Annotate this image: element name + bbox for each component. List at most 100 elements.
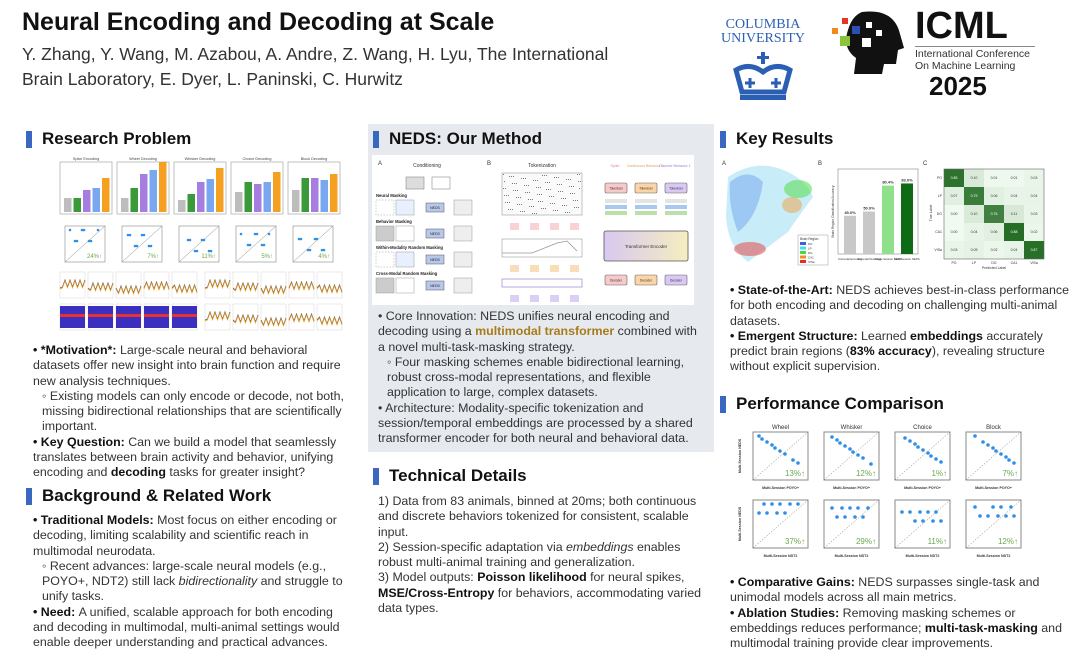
heatmap-band [88,314,113,317]
icml-head-icon [832,11,904,74]
masking-label: Behavior Masking [376,219,412,224]
scatter-point [299,237,303,241]
scatter-point [830,435,834,439]
behavior-trace [502,240,578,254]
embedding-bar [605,211,627,215]
spike-dot [509,202,510,203]
x-axis-label: Multi-Session NDT2 [835,554,869,558]
heatmap-value: 0.04 [1011,248,1018,252]
masking-label: Neural Masking [376,193,407,198]
bullet-text: ◦ Four masking schemes enable bidirectio… [387,354,685,400]
scatter-point [82,228,86,232]
bar [140,174,148,212]
bar [320,180,328,212]
spike-dot [535,180,536,181]
heading-bar [373,130,379,148]
tokenizer-label: Tokenizer [669,187,684,191]
scatter-point [75,239,79,243]
spike-dot [553,196,554,197]
scatter-point [838,441,842,445]
heatmap-frame [943,168,1045,260]
gain-label: 7%↑ [1002,469,1018,478]
input-thumb [375,251,395,268]
output-thumb [453,251,473,268]
input-thumb [375,199,395,216]
diagonal-line [178,225,220,263]
trace-panel [204,303,231,331]
bar [64,198,72,212]
y-axis-label: Multi-Session NEDS [738,438,742,473]
spike-dot [534,213,535,214]
legend-title: Brain Region [800,237,819,241]
spike-dot [558,191,559,192]
spike-dot [518,197,519,198]
embedding-cluster [782,197,802,213]
heatmap-value: 0.03 [1031,176,1038,180]
heatmap-cell [944,187,964,205]
spike-dot [562,191,563,192]
spike-dot [520,211,521,212]
scatter-point [853,515,857,519]
heatmap-value: 0.03 [1031,212,1038,216]
key-results-heading: Key Results [720,129,833,149]
columbia-logo-text: COLUMBIA [725,17,801,32]
spike-dot [546,189,547,190]
scatter-point [193,249,197,253]
spike-dot [533,206,534,207]
gain-label: 24%↑ [87,254,102,260]
spike-dot [562,205,563,206]
input-thumb [395,277,415,294]
research-problem-text: • *Motivation*: Large-scale neural and b… [33,343,351,481]
spike-dot [545,208,546,209]
bullet-text: Large-scale neural and behavioral datase… [33,343,341,388]
scatter-point [207,249,211,253]
spike-dot [555,210,556,211]
x-axis-label: Multi-Session POYO+ [762,486,799,490]
spike-dot [504,181,505,182]
columbia-logo: COLUMBIA UNIVERSITY [718,18,808,106]
tokenizer-box [634,182,658,194]
scatter-point [851,450,855,454]
bar-value-label: 80.4% [882,180,894,185]
neural-thumb [405,176,425,190]
legend-label: LP [808,247,812,251]
heatmap-row-label: PO [937,176,942,180]
bullet-text: • Architecture: Modality-specific tokeni… [378,400,693,446]
spike-token [530,223,539,230]
icml-subtitle: International Conference [915,46,1035,60]
decoder-label: Decoder [610,279,623,283]
spike-dot [564,205,565,206]
gain-label: 12%↑ [998,537,1018,546]
discrete-token [550,295,559,302]
heatmap-col-label: CA1 [1011,261,1018,265]
neds-box [425,254,445,265]
scatter-point [973,505,977,509]
bullet-text: Learned [861,328,910,343]
heatmap-cell [944,241,964,259]
spike-dot [580,181,581,182]
spike-dot [530,199,531,200]
spike-dot [540,187,541,188]
author-list: Y. Zhang, Y. Wang, M. Azabou, A. Andre, … [22,42,702,92]
spike-dot [517,204,518,205]
heatmap-cell [1024,187,1044,205]
spike-dot [532,213,533,214]
scatter-title: Whisker [841,425,863,431]
scatter-point [796,461,800,465]
background-text: • Traditional Models: Most focus on eith… [33,513,351,651]
spike-dot [521,178,522,179]
scatter-point [918,510,922,514]
scatter-point [195,249,199,253]
heatmap-cell [964,205,984,223]
tokenizer-label: Tokenizer [639,187,654,191]
spike-dot [561,198,562,199]
spike-dot [577,174,578,175]
heading-bar [26,487,32,505]
masking-label: Within-Modality Random Masking [376,245,443,250]
spike-dot [537,180,538,181]
bullet-text: Removing masking schemes or embeddings r… [730,605,1016,635]
heatmap-cell [944,169,964,187]
spike-dot [544,175,545,176]
spike-dot [520,197,521,198]
embedding-bar [605,199,627,203]
